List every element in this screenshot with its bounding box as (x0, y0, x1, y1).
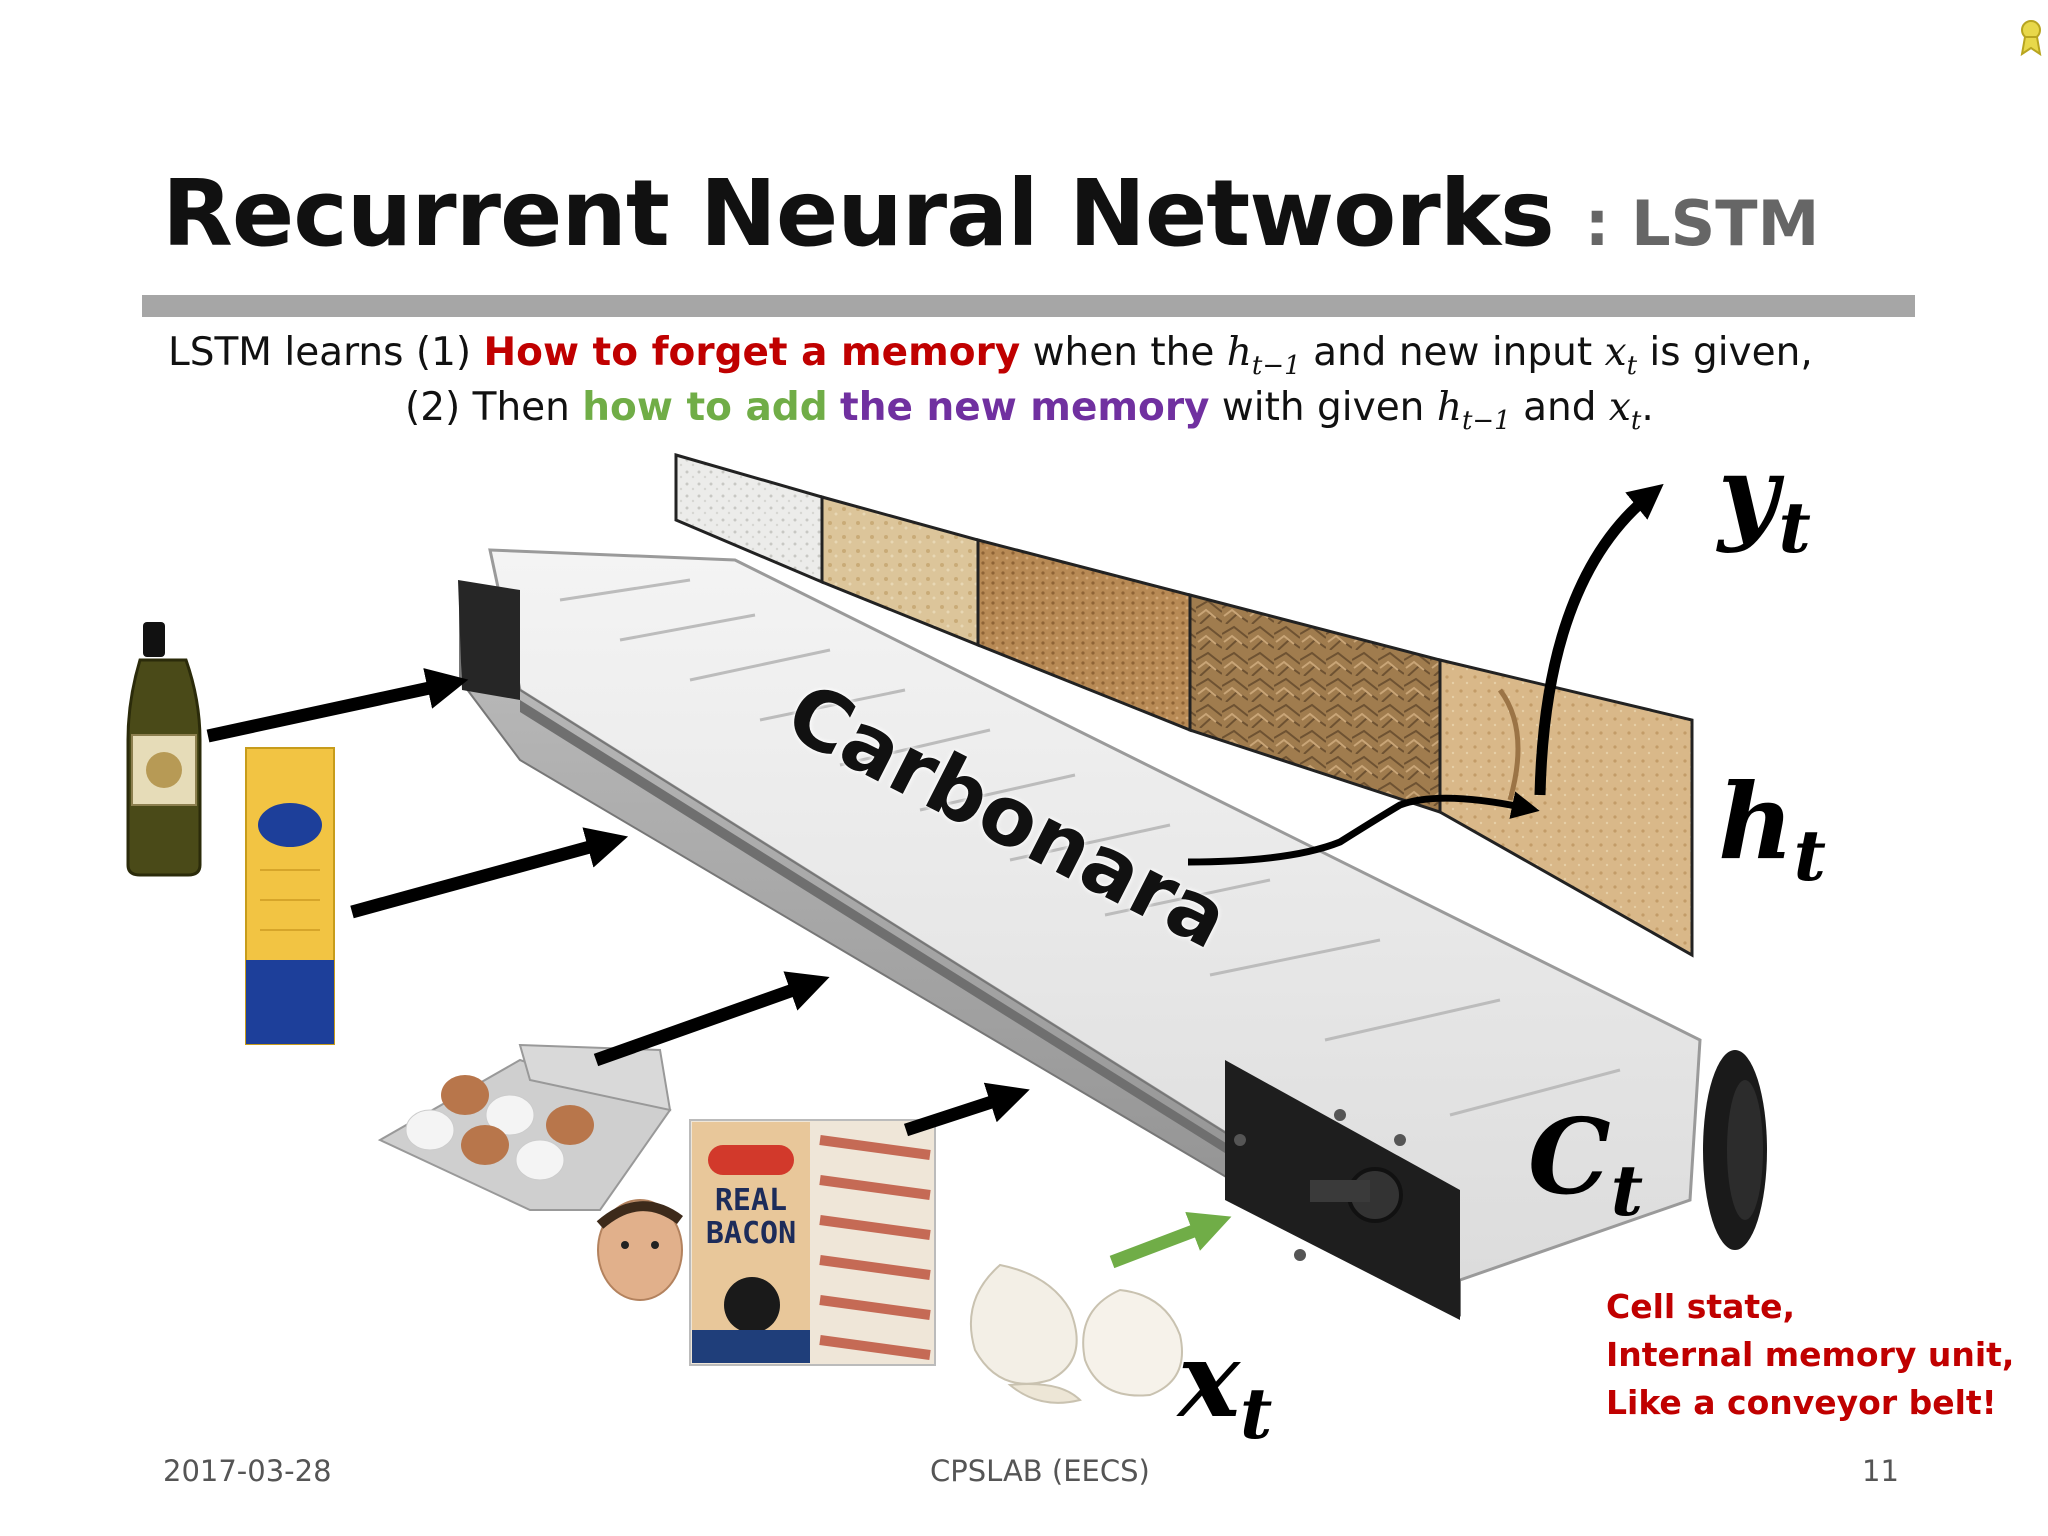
conveyor-belt-icon (458, 548, 1767, 1320)
cell-note-line-1: Cell state, (1606, 1287, 1796, 1326)
forget-phrase: How to forget a memory (483, 330, 1021, 375)
h-t-label: ht (1718, 760, 1826, 897)
footer-page-number: 11 (1862, 1454, 1899, 1488)
description-line-2: (2) Then how to add the new memory with … (405, 385, 1654, 436)
x-input-arrow (1109, 1211, 1232, 1269)
title-divider (142, 295, 1915, 317)
spaghetti-package-icon (245, 747, 335, 1045)
bacon-package-icon (689, 1119, 936, 1366)
new-memory-phrase: the new memory (840, 385, 1210, 430)
title-subtitle: : LSTM (1584, 187, 1820, 260)
bacon-package-text-1: REAL (715, 1183, 787, 1218)
title-main: Recurrent Neural Networks (162, 160, 1555, 267)
x-symbol: xt (1604, 330, 1638, 381)
h-prev-symbol-2: ht−1 (1436, 385, 1511, 436)
egg-carton-icon (377, 1043, 672, 1211)
cell-state-note: Cell state, Internal memory unit, Like a… (1606, 1283, 2014, 1427)
h-prev-symbol: ht−1 (1226, 330, 1301, 381)
add-phrase: how to add (582, 385, 828, 430)
description-line-1: LSTM learns (1) How to forget a memory w… (168, 330, 1813, 381)
memory-texture-strip (674, 453, 1694, 958)
garlic-icon (969, 1263, 1183, 1404)
cell-note-line-2: Internal memory unit, (1606, 1335, 2015, 1374)
face-icon (596, 1199, 683, 1301)
footer-lab: CPSLAB (EECS) (930, 1454, 1150, 1488)
footer-date: 2017-03-28 (163, 1454, 332, 1488)
input-arrows (206, 668, 1030, 1137)
bacon-package-text-2: BACON (706, 1216, 796, 1251)
x-t-label: xt (1178, 1318, 1273, 1455)
y-t-label: yt (1718, 432, 1811, 569)
c-t-label: Ct (1528, 1095, 1644, 1232)
slide-title: Recurrent Neural Networks : LSTM (162, 160, 1819, 267)
output-to-hidden-arrow (1187, 791, 1540, 866)
olive-oil-bottle-icon (126, 622, 202, 877)
x-symbol-2: xt (1608, 385, 1642, 436)
hidden-to-output-arrow (1534, 483, 1664, 796)
cell-note-line-3: Like a conveyor belt! (1606, 1383, 1997, 1422)
award-ribbon-icon (2020, 20, 2042, 57)
